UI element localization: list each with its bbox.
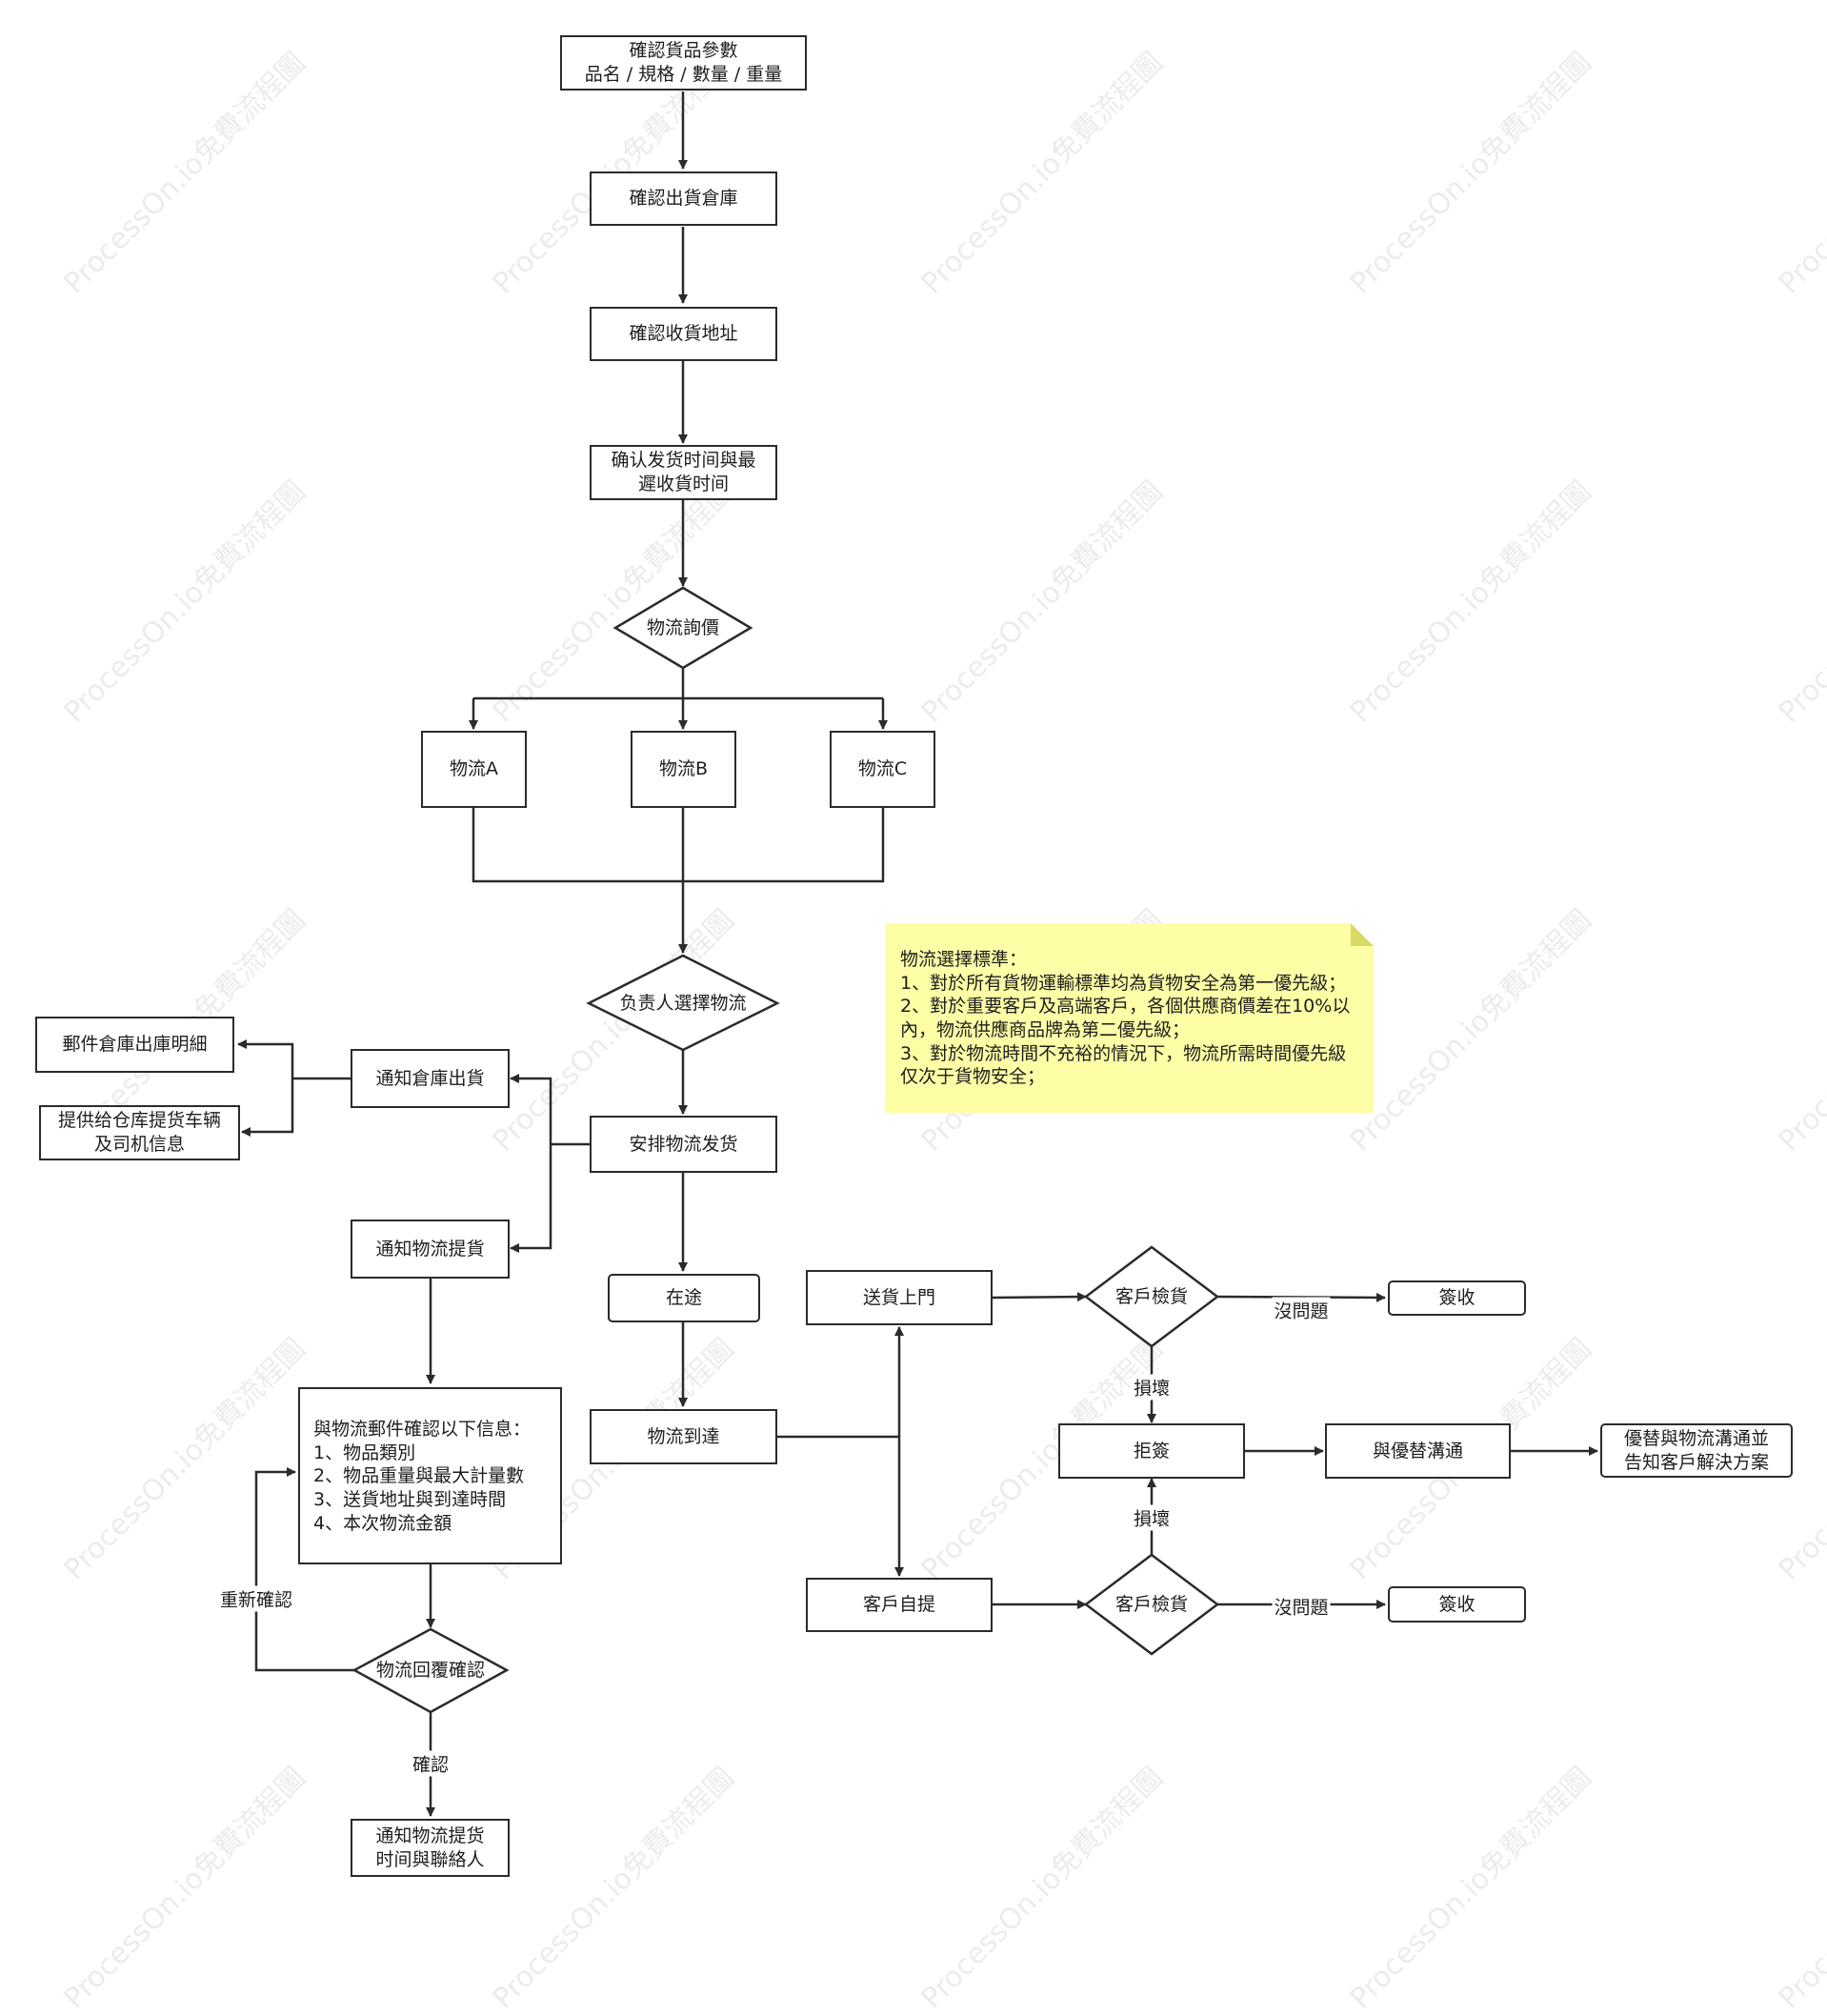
no-problem-label-1: 沒問題 (1272, 1297, 1331, 1323)
logistics-c-node[interactable]: 物流C (830, 731, 935, 808)
arrived-node[interactable]: 物流到達 (590, 1409, 777, 1464)
inspect-1-label[interactable]: 客戶檢貨 (1114, 1285, 1188, 1307)
damaged-label-1: 損壞 (1131, 1374, 1173, 1401)
edge-split-to-email (237, 1039, 294, 1079)
confirm-time-node[interactable]: 确认发货时间與最 遲收貨时间 (590, 445, 777, 500)
email-confirm-node[interactable]: 與物流郵件確認以下信息： 1、物品類別 2、物品重量與最大計量數 3、送貨地址與… (298, 1387, 562, 1564)
door-delivery-node[interactable]: 送貨上門 (806, 1270, 993, 1325)
connector-layer (237, 91, 1598, 1817)
diamond-inspect-1 (1083, 1245, 1220, 1348)
notify-warehouse-node[interactable]: 通知倉庫出貨 (351, 1049, 510, 1108)
edge-a-down (472, 808, 885, 883)
confirm-address-node[interactable]: 確認收貨地址 (590, 307, 777, 361)
reply-confirm-label[interactable]: 物流回覆確認 (375, 1659, 485, 1681)
notify-time-contact-node[interactable]: 通知物流提货 时间與聯絡人 (351, 1819, 510, 1877)
selection-criteria-note: 物流選擇標準： 1、對於所有貨物運輸標準均為貨物安全為第一優先級； 2、對於重要… (885, 923, 1374, 1113)
in-transit-node[interactable]: 在途 (608, 1274, 760, 1322)
diamond-select-logistics (586, 954, 780, 1052)
select-logistics-label[interactable]: 负责人選擇物流 (619, 992, 747, 1014)
diamond-logistics-quote (612, 586, 753, 670)
email-warehouse-node[interactable]: 郵件倉庫出庫明細 (35, 1017, 234, 1073)
note-fold-corner (1351, 923, 1374, 946)
logistics-quote-label[interactable]: 物流詢價 (646, 616, 719, 638)
sign-2-node[interactable]: 簽收 (1388, 1586, 1526, 1623)
inspect-2-label[interactable]: 客戶檢貨 (1114, 1593, 1188, 1615)
diamond-reply-confirm (351, 1627, 510, 1714)
notify-pickup-node[interactable]: 通知物流提貨 (351, 1220, 510, 1279)
confirm-goods-node[interactable]: 確認貨品參數 品名 / 規格 / 數量 / 重量 (560, 35, 807, 91)
edge-door-to-inspect1 (992, 1292, 1087, 1302)
logistics-b-node[interactable]: 物流B (631, 731, 736, 808)
edge-reply-reconfirm (254, 1467, 354, 1672)
sign-1-node[interactable]: 簽收 (1388, 1280, 1526, 1316)
reject-node[interactable]: 拒簽 (1058, 1423, 1245, 1479)
edge-branch-to-pickup (510, 1144, 552, 1253)
provide-vehicle-node[interactable]: 提供给仓库提货车辆 及司机信息 (39, 1105, 240, 1160)
damaged-label-2: 損壞 (1131, 1504, 1173, 1531)
reconfirm-label: 重新確認 (217, 1585, 295, 1612)
arrange-shipping-node[interactable]: 安排物流发货 (590, 1116, 777, 1173)
no-problem-label-2: 沒問題 (1272, 1593, 1331, 1620)
self-pickup-node[interactable]: 客戶自提 (806, 1578, 993, 1632)
logistics-a-node[interactable]: 物流A (421, 731, 527, 808)
solution-node[interactable]: 優替與物流溝通並 告知客戶解決方案 (1600, 1423, 1793, 1478)
edge-split-to-vehicle (241, 1079, 294, 1137)
communicate-node[interactable]: 與優替溝通 (1325, 1423, 1511, 1479)
confirmed-label: 確認 (410, 1750, 452, 1777)
diamond-inspect-2 (1083, 1553, 1220, 1656)
confirm-warehouse-node[interactable]: 確認出貨倉庫 (590, 171, 777, 226)
edge-branch-to-warehouse (510, 1074, 552, 1144)
